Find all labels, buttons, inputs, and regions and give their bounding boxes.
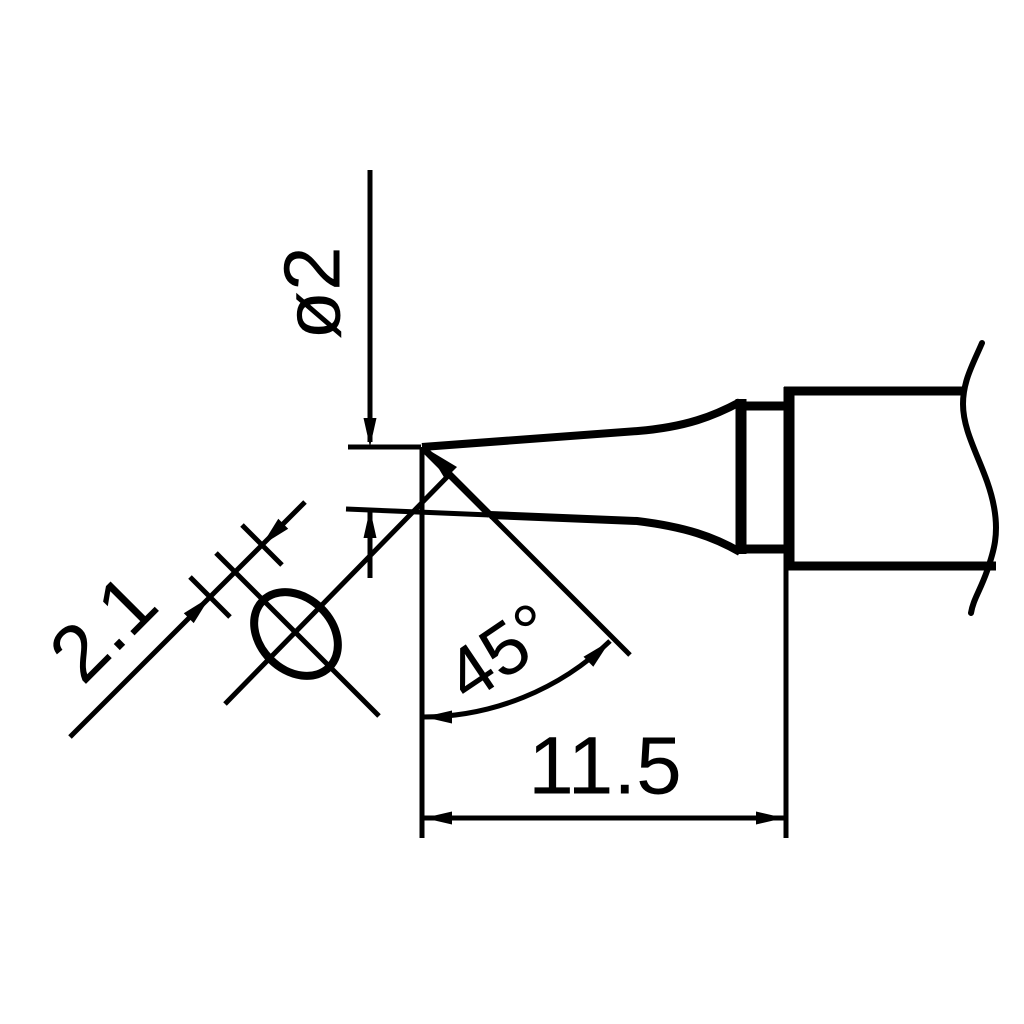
bevel-width-dimension [68, 500, 307, 739]
diameter-dimension-label: ø2 [268, 246, 357, 339]
projection-pointer-arrow [427, 449, 457, 479]
bevel-width-arrow-upper [262, 518, 289, 545]
length-arrow-right [756, 811, 784, 825]
tip-outline [419, 340, 999, 616]
length-dimension-label: 11.5 [528, 721, 682, 812]
angle-dimension-label: 45° [430, 586, 569, 717]
diameter-arrow-up [363, 509, 377, 538]
bevel-face-detail [214, 449, 457, 718]
bevel-width-dimension-label: 2.1 [32, 557, 174, 699]
angle-arc-arrow-left [424, 710, 452, 724]
bevel-width-arrow-lower [183, 597, 210, 624]
diameter-arrow-down [363, 418, 377, 447]
length-arrow-left [424, 811, 452, 825]
diameter-dimension [345, 170, 491, 578]
angle-dimension [420, 445, 632, 724]
length-dimension [419, 447, 789, 838]
projection-centerline [223, 471, 453, 706]
tip-lower-profile [489, 511, 742, 556]
face-centerline [214, 551, 381, 718]
bevel-extension-line [420, 445, 632, 657]
break-line [959, 340, 999, 616]
angle-arc-arrow-right [583, 641, 610, 667]
tip-upper-profile [421, 398, 742, 451]
